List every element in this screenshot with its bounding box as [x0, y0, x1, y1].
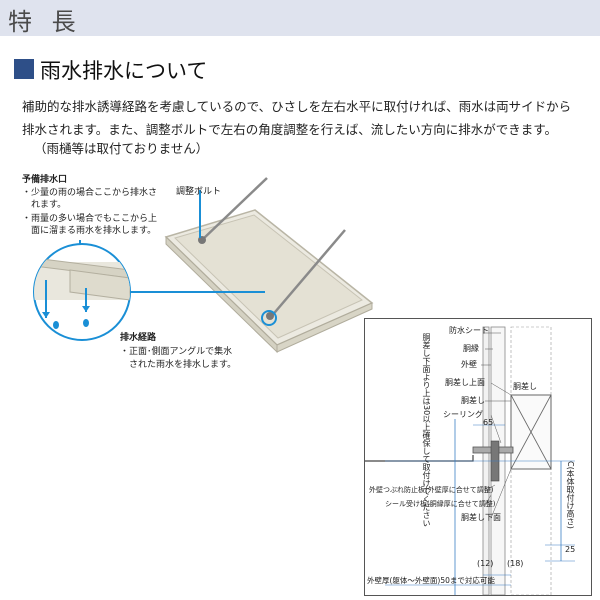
drain-highlight-circle: [261, 310, 277, 326]
label-dim-65: 65: [483, 418, 494, 427]
adjust-rod-right: [269, 229, 346, 319]
description-line-3: （雨樋等は取付ておりません）: [34, 141, 209, 156]
drain-path-line-1: ・正面･側面アングルで集水: [120, 347, 233, 357]
description-line-1: 補助的な排水誘導経路を考慮しているので、ひさしを左右水平に取付ければ、雨水は両サ…: [22, 99, 572, 114]
page-title: 特 長: [8, 8, 82, 36]
section-diagram: 防水シート 胴縁 外壁 胴差し上面 胴差し 胴差し シーリング 65 外壁つぶれ…: [364, 318, 592, 596]
drain-path-line-2: された雨水を排水します。: [120, 360, 237, 370]
section-drawing: [365, 326, 575, 595]
label-anti-crush: 外壁つぶれ防止板(外壁厚に合せて調整): [369, 486, 494, 494]
label-dim-18: (18): [507, 559, 524, 568]
label-vertical-left: 胴差し下面より上は30以上確保して取付けてください: [422, 333, 431, 528]
section-title: 雨水排水について: [40, 59, 208, 83]
label-dosashi: 胴差し: [461, 396, 485, 405]
label-dosashi-right: 胴差し: [513, 382, 537, 391]
label-dim-25: 25: [565, 545, 576, 554]
label-sealing: シーリング: [443, 410, 483, 419]
bolt-right: [266, 312, 274, 320]
page-header: 特 長: [0, 0, 600, 36]
label-dosashi-top: 胴差し上面: [445, 378, 485, 387]
adjust-bolt-label: 調整ボルト: [176, 187, 222, 197]
description-line-2: 排水されます。また、調整ボルトで左右の角度調整を行えば、流したい方向に排水ができ…: [22, 122, 558, 137]
label-outer-wall: 外壁: [461, 360, 477, 369]
label-waterproof-sheet: 防水シート: [449, 326, 489, 335]
spare-drain-line-4: 面に溜まる雨水を排水します。: [22, 226, 157, 236]
label-fuchi: 胴縁: [463, 344, 479, 353]
section-marker-square: [14, 59, 34, 79]
spare-drain-title: 予備排水口: [22, 175, 68, 185]
spare-drain-line-2: れます。: [22, 200, 67, 210]
spare-drain-line-1: ・少量の雨の場合ここから排水さ: [22, 188, 158, 198]
label-wall-thickness: 外壁厚(躯体〜外壁面)50まで対応可能: [367, 576, 495, 585]
canopy-panel: [164, 209, 374, 354]
label-vertical-right: C(本体取付け高さ): [566, 461, 575, 529]
spare-drain-line-3: ・雨量の多い場合でもここから上: [22, 214, 158, 224]
zoom-detail: [33, 243, 131, 341]
label-dosashi-bottom: 胴差し下面: [461, 513, 501, 522]
adjust-rod-left: [201, 177, 268, 241]
label-seal-plate: シール受け板(胴縁厚に合せて調整): [385, 500, 496, 508]
label-dim-12: (12): [477, 559, 494, 568]
drain-path-title: 排水経路: [120, 333, 157, 343]
